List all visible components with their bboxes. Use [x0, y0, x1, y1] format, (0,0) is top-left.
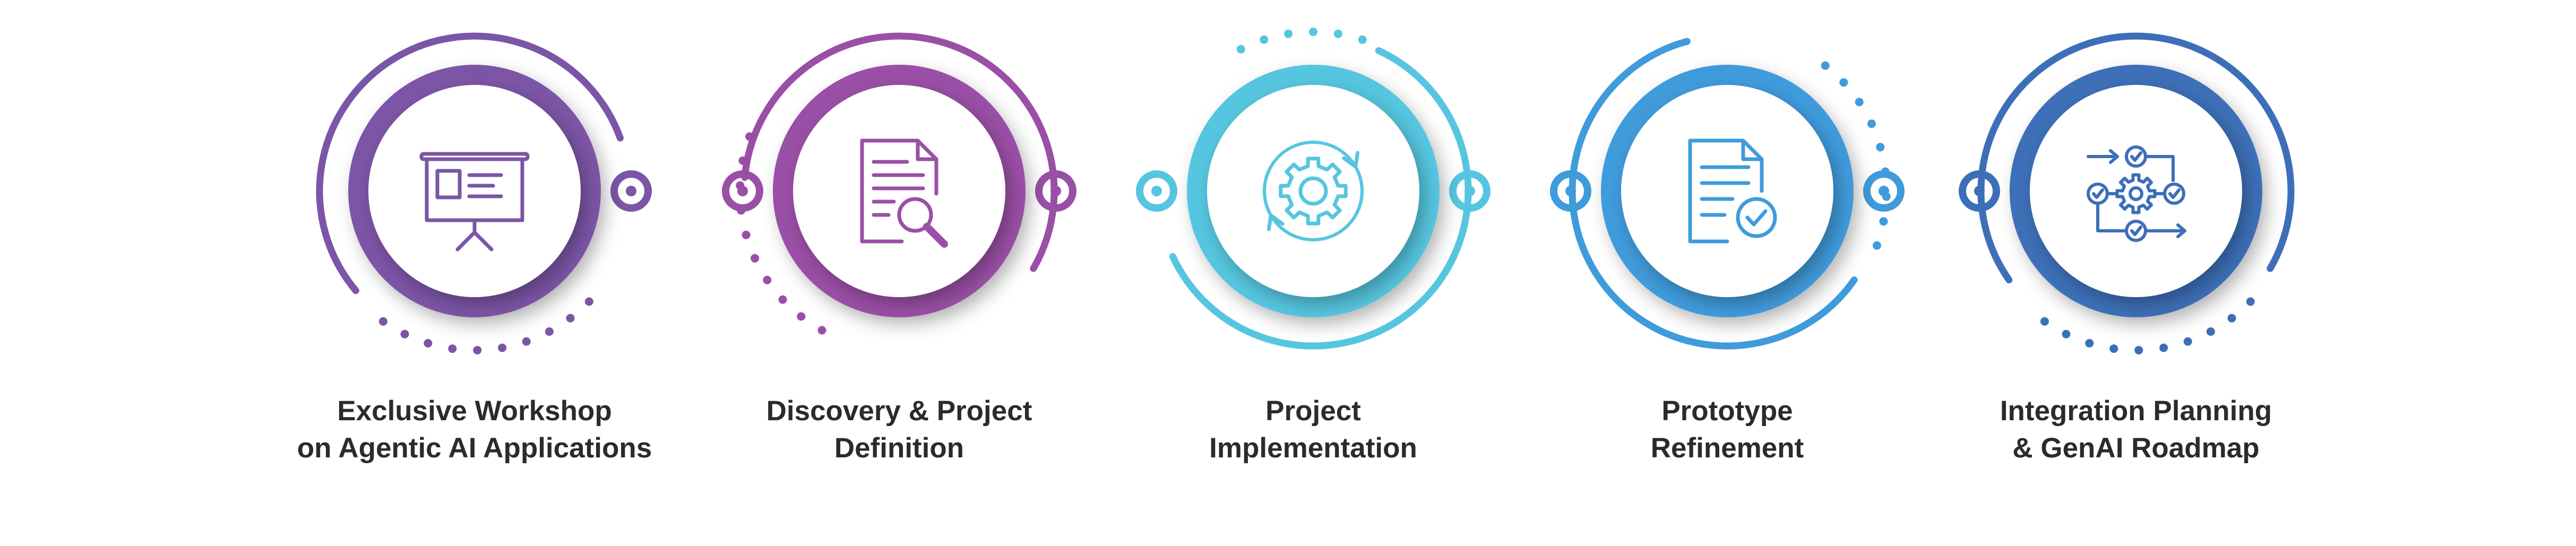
ring-dot: [763, 275, 772, 284]
inner-disc: [368, 85, 581, 297]
workflow-gears-icon: [2087, 145, 2186, 242]
ring-dot: [522, 337, 531, 346]
step-label-4: Prototype Refinement: [1510, 393, 1945, 467]
step-label-1-line2: on Agentic AI Applications: [297, 432, 652, 464]
connector-2: [1035, 170, 1177, 212]
ring-dot: [2206, 327, 2215, 336]
ring-dot: [584, 297, 593, 306]
outer-ring-arc: [1363, 253, 1458, 340]
inner-disc: [793, 85, 1005, 297]
step-label-3: Project Implementation: [1096, 393, 1531, 467]
gear-cycle-icon: [1263, 141, 1364, 241]
ring-dot: [1881, 167, 1890, 176]
ring-dot: [1876, 143, 1885, 152]
ring-dot: [2227, 314, 2236, 323]
step-label-1-line1: Exclusive Workshop: [337, 395, 612, 427]
ring-dot: [2062, 330, 2071, 339]
inner-disc: [2030, 85, 2242, 297]
step-label-4-line1: Prototype: [1661, 395, 1793, 427]
ring-dot: [1358, 35, 1367, 44]
outer-ring-arc: [1569, 38, 1858, 350]
step-label-3-line1: Project: [1265, 395, 1361, 427]
ring-dot: [742, 230, 751, 239]
ring-dot: [1839, 78, 1848, 87]
ring-dot: [2183, 337, 2192, 346]
ring-dot: [1309, 28, 1317, 36]
step-label-5-line1: Integration Planning: [2000, 395, 2272, 427]
step-node-3: [1169, 28, 1472, 350]
ring-dot: [1260, 35, 1269, 44]
step-label-3-line2: Implementation: [1209, 432, 1417, 464]
ring-dot: [817, 326, 826, 335]
ring-dot: [751, 254, 760, 263]
step-label-2-line1: Discovery & Project: [766, 395, 1032, 427]
step-node-1: [316, 32, 624, 354]
presentation-board-icon: [419, 152, 530, 252]
step-node-2: [736, 32, 1058, 335]
step-label-5: Integration Planning & GenAI Roadmap: [1918, 393, 2354, 467]
ring-dot: [566, 314, 575, 323]
step-label-2-line2: Definition: [834, 432, 964, 464]
document-search-icon: [860, 138, 948, 248]
ring-dot: [378, 317, 387, 326]
ring-dot: [1867, 119, 1876, 128]
ring-dot: [1882, 192, 1891, 201]
ring-dot: [736, 181, 745, 190]
ring-dot: [778, 295, 787, 304]
ring-dot: [737, 206, 746, 215]
ring-dot: [2159, 343, 2168, 352]
connector-3: [1449, 170, 1591, 212]
ring-dot: [1236, 45, 1245, 54]
inner-disc: [1207, 85, 1419, 297]
ring-dot: [1855, 98, 1864, 107]
step-node-4: [1569, 38, 1891, 350]
ring-dot: [400, 330, 409, 339]
step-node-5: [1977, 32, 2295, 354]
outer-ring-arc: [741, 32, 1058, 272]
ring-dot: [1821, 61, 1830, 70]
step-label-4-line2: Refinement: [1650, 432, 1804, 464]
ring-dot: [745, 132, 754, 141]
ring-dot: [2246, 297, 2255, 306]
ring-dot: [473, 345, 482, 354]
ring-dot: [2040, 317, 2049, 326]
ring-dot: [1872, 241, 1881, 250]
step-label-5-line2: & GenAI Roadmap: [2012, 432, 2260, 464]
ring-dot: [2134, 345, 2143, 354]
ring-dot: [797, 312, 806, 321]
outer-ring-arc: [316, 32, 624, 294]
ring-dot: [498, 343, 507, 352]
ring-dot: [545, 327, 554, 336]
ring-dot: [2109, 344, 2118, 353]
connector-node-center: [1151, 186, 1162, 196]
ring-dot: [424, 339, 433, 348]
ring-dot: [1879, 217, 1888, 226]
ring-dot: [1284, 29, 1293, 38]
ring-dot: [448, 344, 457, 353]
document-check-icon: [1688, 138, 1777, 244]
ring-dot: [1333, 29, 1342, 38]
connector-4: [1863, 170, 2000, 212]
inner-disc: [1621, 85, 1833, 297]
connector-1: [610, 170, 763, 212]
connector-node-center: [626, 186, 636, 196]
ring-dot: [2085, 339, 2094, 348]
step-label-2: Discovery & Project Definition: [682, 393, 1117, 467]
ring-dot: [738, 156, 747, 165]
step-label-1: Exclusive Workshop on Agentic AI Applica…: [257, 393, 692, 467]
outer-ring-arc: [1977, 32, 2295, 283]
